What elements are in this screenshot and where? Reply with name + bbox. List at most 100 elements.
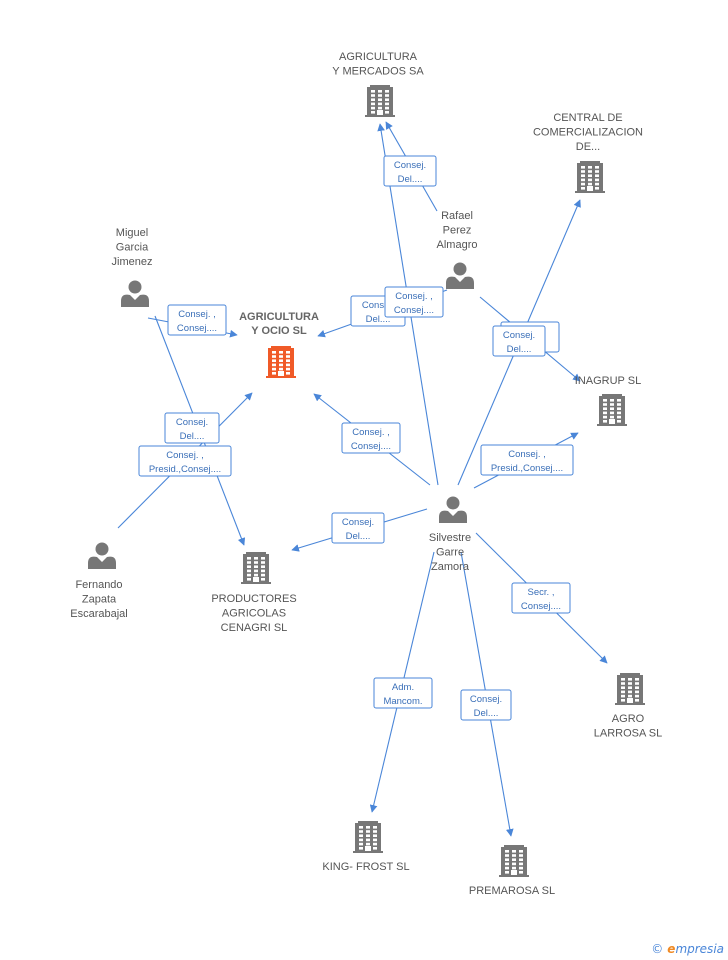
- person-icon: [88, 542, 116, 569]
- edge-label-fernando-main[interactable]: Consej. , Presid.,Consej....: [138, 445, 232, 477]
- edge-label-box: [511, 582, 571, 614]
- edge-label-text: Consej....: [177, 323, 217, 334]
- edge-label-text: Consej.: [362, 300, 394, 311]
- edge-label-text: Secr. ,: [528, 587, 555, 598]
- copyright-symbol: ©: [651, 942, 664, 956]
- building-icon: [575, 161, 605, 193]
- edge-label-box: [341, 422, 401, 454]
- node-label-line: Zamora: [431, 561, 470, 573]
- node-label-line: Almagro: [437, 239, 478, 251]
- edge-label-text: Consej. ,: [508, 449, 546, 460]
- edge-label-text: Del....: [180, 431, 205, 442]
- edge-label-text: Presid.,Consej....: [491, 463, 563, 474]
- edge-label-text: Presid.,Consej....: [149, 464, 221, 475]
- building-icon: [365, 85, 395, 117]
- edge-label-text: Consej.: [394, 160, 426, 171]
- edge-label-box: [492, 325, 546, 357]
- brand-name: mpresia: [675, 942, 724, 956]
- edge-label-box: [138, 445, 232, 477]
- node-label-line: AGRO: [612, 713, 645, 725]
- edge-label-box: [331, 512, 385, 544]
- building-icon: [266, 346, 296, 378]
- brand-initial: e: [667, 942, 676, 956]
- edge-label-text: Consej.: [503, 330, 535, 341]
- node-label-line: PRODUCTORES: [211, 593, 296, 605]
- edge-label-text: Consej....: [394, 305, 434, 316]
- edge-label-miguel-productores[interactable]: Consej. Del....: [164, 412, 220, 444]
- node-label-line: AGRICULTURA: [239, 311, 319, 323]
- edge-label-text: Consej.: [342, 517, 374, 528]
- edge-label-box: [383, 155, 437, 187]
- building-icon: [615, 673, 645, 705]
- edge-label-box: [373, 677, 433, 709]
- node-label-line: CENTRAL DE: [553, 112, 622, 124]
- edge-label-text: Consej. ,: [166, 450, 204, 461]
- edge-label-silvestre-kingfrost[interactable]: Adm. Mancom.: [373, 677, 433, 709]
- edge-label-silvestre-productores[interactable]: Consej. Del....: [331, 512, 385, 544]
- edge-label-text: Del....: [366, 314, 391, 325]
- node-label-line: Garre: [436, 547, 464, 559]
- person-icon: [121, 280, 149, 307]
- node-label-line: Garcia: [116, 242, 149, 254]
- node-label-line: Fernando: [75, 579, 122, 591]
- edge-label-box: [167, 304, 227, 336]
- edge-label-text: Del....: [507, 344, 532, 355]
- company-node-kingfrost[interactable]: KING- FROST SL: [322, 821, 410, 873]
- edge-label-text: Del....: [398, 174, 423, 185]
- edge-label-silvestre-agrimerc[interactable]: Consej. , Consej....: [384, 286, 444, 318]
- building-icon: [353, 821, 383, 853]
- edge-label-text: Consej.: [470, 694, 502, 705]
- person-icon: [439, 496, 467, 523]
- edge-label-text: Del....: [474, 708, 499, 719]
- node-label-line: AGRICOLAS: [222, 608, 286, 620]
- node-label-line: Jimenez: [112, 256, 153, 268]
- edge-label-text: Consej.: [176, 417, 208, 428]
- edge-label-text: Consej. ,: [178, 309, 216, 320]
- edge-label-rafael-agrimerc[interactable]: Consej. Del....: [383, 155, 437, 187]
- edge-label-text: Consej....: [351, 441, 391, 452]
- company-node-inagrup[interactable]: INAGRUP SL: [575, 375, 641, 426]
- node-label-line: Perez: [443, 225, 472, 237]
- company-node-main[interactable]: AGRICULTURA Y OCIO SL: [239, 311, 319, 378]
- node-label-line: Y OCIO SL: [251, 325, 307, 337]
- edge-label-box: [164, 412, 220, 444]
- company-node-premarosa[interactable]: PREMAROSA SL: [469, 845, 555, 897]
- edge-label-silvestre-main[interactable]: Consej. ,Consej....: [341, 422, 401, 454]
- node-label-line: PREMAROSA SL: [469, 885, 555, 897]
- node-label-line: Miguel: [116, 227, 148, 239]
- edge-label-box: [460, 689, 512, 721]
- edge-label-silvestre-agrolarrosa[interactable]: Secr. , Consej....: [511, 582, 571, 614]
- company-node-agrolarrosa[interactable]: AGRO LARROSA SL: [594, 673, 662, 740]
- node-label-line: COMERCIALIZACION: [533, 127, 643, 139]
- edge-label-silvestre-central[interactable]: Consej. Del....: [492, 325, 546, 357]
- building-icon: [241, 552, 271, 584]
- edge-label-text: Del....: [346, 531, 371, 542]
- person-icon: [446, 262, 474, 289]
- edge-labels-layer: Consej. ,Consej....Consej.Del....Consej.…: [138, 155, 574, 721]
- node-label-line: Y MERCADOS SA: [332, 66, 424, 78]
- building-icon: [597, 394, 627, 426]
- edge-label-text: Consej....: [521, 601, 561, 612]
- edge-label-miguel-main[interactable]: Consej. , Consej....: [167, 304, 227, 336]
- node-label-line: KING- FROST SL: [322, 861, 409, 873]
- edge-label-text: Mancom.: [383, 696, 422, 707]
- node-label-line: Escarabajal: [70, 608, 127, 620]
- node-label-line: Silvestre: [429, 532, 471, 544]
- edge-label-silvestre-premarosa[interactable]: Consej. Del....: [460, 689, 512, 721]
- node-label-line: DE...: [576, 141, 600, 153]
- edge-label-text: Adm.: [392, 682, 414, 693]
- node-label-line: Rafael: [441, 210, 473, 222]
- footer-brand[interactable]: ©empresia: [651, 942, 724, 956]
- edge-label-silvestre-inagrup[interactable]: Consej. , Presid.,Consej....: [480, 444, 574, 476]
- edge-label-text: Consej. ,: [395, 291, 433, 302]
- node-label-line: LARROSA SL: [594, 728, 662, 740]
- company-node-central[interactable]: CENTRAL DE COMERCIALIZACION DE...: [533, 112, 643, 193]
